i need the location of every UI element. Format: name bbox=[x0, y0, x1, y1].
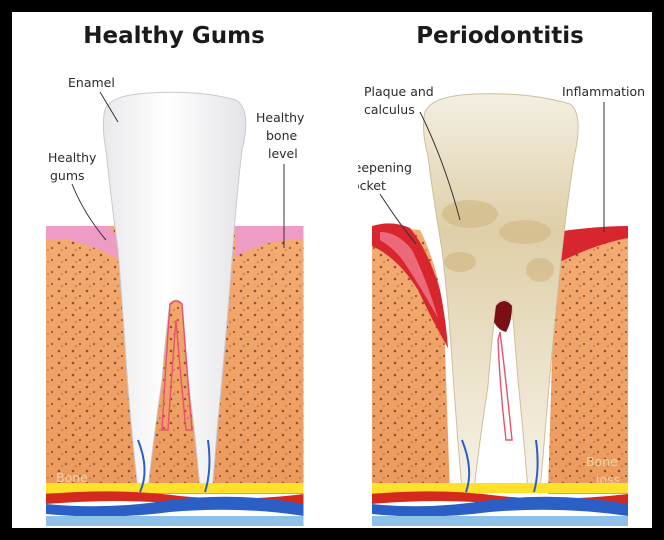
healthy-title: Healthy Gums bbox=[83, 23, 265, 49]
periodontitis-title: Periodontitis bbox=[416, 23, 584, 49]
label-bone: Bone bbox=[56, 470, 88, 485]
label-bone-level-line3: level bbox=[268, 146, 298, 161]
label-healthy-gums-line2: gums bbox=[50, 168, 85, 183]
label-bone-loss-line1: Bone bbox=[586, 454, 618, 469]
label-enamel: Enamel bbox=[68, 75, 115, 90]
label-bone-loss-line2: loss bbox=[596, 472, 620, 487]
label-inflammation: Inflammation bbox=[562, 84, 645, 99]
label-plaque-line1: Plaque and bbox=[364, 84, 434, 99]
panel-divider bbox=[316, 12, 358, 528]
label-healthy-gums-line1: Healthy bbox=[48, 150, 97, 165]
label-bone-level-line2: bone bbox=[266, 128, 298, 143]
label-plaque-line2: calculus bbox=[364, 102, 415, 117]
label-bone-level-line1: Healthy bbox=[256, 110, 305, 125]
